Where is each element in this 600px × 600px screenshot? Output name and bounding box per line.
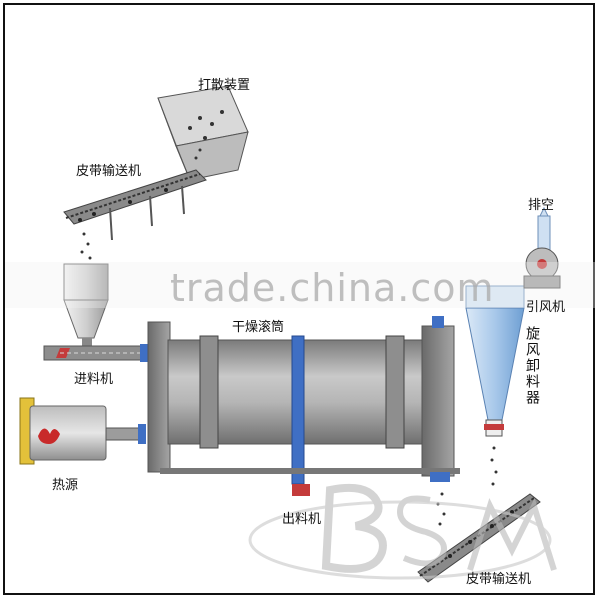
label-disperser: 打散装置 <box>198 78 251 93</box>
belt-conveyor-top <box>63 148 207 260</box>
watermark-text: trade.china.com <box>170 266 495 310</box>
label-exhaust: 排空 <box>528 198 555 213</box>
label-cyclone: 旋风卸料器 <box>524 326 540 406</box>
label-heat-source: 热源 <box>52 478 79 493</box>
discharger-unit <box>292 472 450 526</box>
bsm-logo <box>248 483 557 580</box>
label-feeder: 进料机 <box>74 372 114 387</box>
label-belt-conveyor-top: 皮带输送机 <box>76 164 142 179</box>
feeder-unit <box>43 263 151 362</box>
disperser-unit <box>157 85 249 181</box>
fan-unit <box>523 206 561 289</box>
label-belt-conveyor-bottom: 皮带输送机 <box>466 572 532 587</box>
label-discharger: 出料机 <box>282 512 322 527</box>
cyclone-unit <box>465 285 525 486</box>
label-drum: 干燥滚筒 <box>232 320 285 335</box>
watermark-band <box>5 262 595 308</box>
dryer-drum <box>147 316 460 485</box>
label-fan: 引风机 <box>526 300 566 315</box>
heat-source-unit <box>19 397 146 465</box>
